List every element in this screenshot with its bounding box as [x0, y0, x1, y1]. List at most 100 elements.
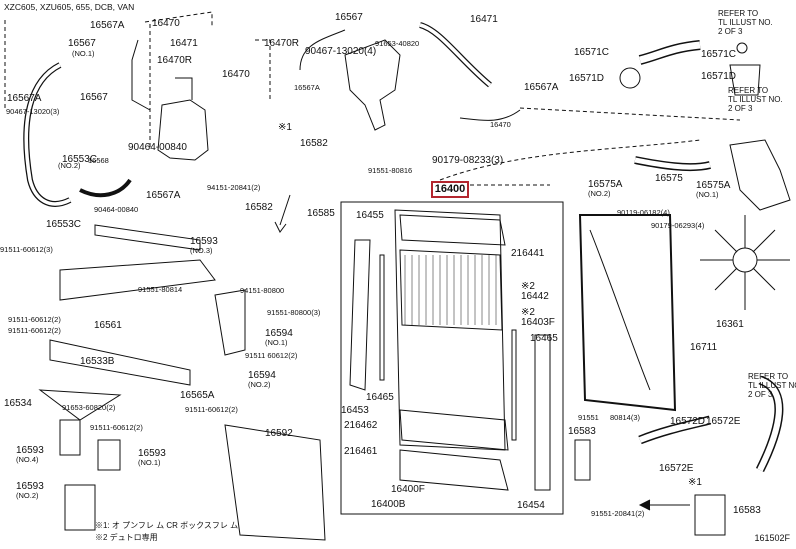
- part-label[interactable]: 216461: [344, 446, 378, 457]
- part-label[interactable]: 16455: [356, 210, 384, 221]
- part-label[interactable]: 91551-80800(3): [267, 308, 321, 317]
- highlighted-part-16400[interactable]: 16400: [431, 181, 469, 198]
- part-label[interactable]: 90179-06293(4): [651, 221, 705, 230]
- part-note: (NO.1): [265, 338, 288, 347]
- part-label[interactable]: 91551-80814: [138, 285, 183, 294]
- part-label[interactable]: 16567A: [7, 93, 42, 104]
- part-label[interactable]: 16567A: [294, 83, 320, 92]
- part-label[interactable]: 91511-60612(3): [0, 245, 53, 254]
- part-label[interactable]: 91551: [578, 413, 599, 422]
- ref-mark: ※2: [521, 281, 535, 292]
- part-label[interactable]: 16594: [248, 370, 276, 381]
- part-label[interactable]: 90467-13020(4): [305, 46, 377, 57]
- part-label[interactable]: 16470R: [157, 55, 193, 66]
- part-label[interactable]: 16534: [4, 398, 32, 409]
- part-label[interactable]: 90467-13020(3): [6, 107, 60, 116]
- part-label[interactable]: 16571D: [569, 73, 605, 84]
- ref-mark: ※1: [278, 122, 292, 133]
- part-label[interactable]: 90464-00840: [94, 205, 139, 214]
- part-label[interactable]: 91511-60612(2): [90, 423, 143, 432]
- part-label[interactable]: 91511-60612(2): [8, 326, 61, 335]
- part-label[interactable]: 16711: [690, 342, 718, 353]
- part-label[interactable]: 16593: [138, 448, 166, 459]
- part-label[interactable]: 16561: [94, 320, 122, 331]
- part-label[interactable]: 16533B: [80, 356, 115, 367]
- part-label[interactable]: 91511-60612(2): [185, 405, 238, 414]
- part-label[interactable]: 91511 60612(2): [245, 351, 298, 360]
- ref-mark: ※2: [521, 307, 535, 318]
- part-label[interactable]: 16567: [80, 92, 108, 103]
- part-label[interactable]: 16572D: [670, 416, 706, 427]
- part-label[interactable]: 16593: [16, 445, 44, 456]
- part-label[interactable]: 16567A: [524, 82, 559, 93]
- part-label[interactable]: 80814(3): [610, 413, 641, 422]
- diagram-code: 161502F: [754, 533, 790, 543]
- part-label[interactable]: 16442: [521, 291, 549, 302]
- part-note: (NO.4): [16, 455, 39, 464]
- part-note: (NO.1): [72, 49, 95, 58]
- part-label[interactable]: 16465: [530, 333, 558, 344]
- header-text: XZC605, XZU605, 655, DCB, VAN: [4, 2, 135, 12]
- part-label[interactable]: 16470: [490, 120, 511, 129]
- part-label[interactable]: 16403F: [521, 317, 555, 328]
- part-note: (NO.1): [138, 458, 161, 467]
- part-note: (NO.2): [58, 161, 81, 170]
- part-label[interactable]: 94151-20841(2): [207, 183, 261, 192]
- part-label[interactable]: 16582: [245, 202, 273, 213]
- part-label[interactable]: 91653-60820(2): [62, 403, 116, 412]
- part-label[interactable]: 91653-40820: [375, 39, 420, 48]
- part-label[interactable]: 16585: [307, 208, 335, 219]
- part-label[interactable]: 16572E: [706, 416, 741, 427]
- part-label[interactable]: 16553C: [62, 154, 98, 165]
- part-label[interactable]: 16594: [265, 328, 293, 339]
- part-label[interactable]: 16400B: [371, 499, 406, 510]
- part-label[interactable]: 16575A: [696, 180, 731, 191]
- part-label[interactable]: 94151-80800: [240, 286, 285, 295]
- part-label[interactable]: 16465: [366, 392, 394, 403]
- part-label[interactable]: 90464-00840: [128, 142, 187, 153]
- part-label[interactable]: 16470: [152, 18, 180, 29]
- part-label[interactable]: 16454: [517, 500, 545, 511]
- part-label[interactable]: 16361: [716, 319, 744, 330]
- part-label[interactable]: 16470: [222, 69, 250, 80]
- part-label[interactable]: 16582: [300, 138, 328, 149]
- part-note: (NO.2): [248, 380, 271, 389]
- part-label[interactable]: 16565A: [180, 390, 215, 401]
- part-label[interactable]: 16571D: [701, 71, 737, 82]
- part-label[interactable]: 16400F: [391, 484, 425, 495]
- part-label[interactable]: 90119-06182(4): [617, 208, 670, 217]
- part-label[interactable]: 16567A: [90, 20, 125, 31]
- part-label[interactable]: 16470R: [264, 38, 300, 49]
- part-label[interactable]: 16571C: [574, 47, 610, 58]
- part-label[interactable]: 90179-08233(3): [432, 155, 504, 166]
- part-label[interactable]: 16575A: [588, 179, 623, 190]
- footnote-2: ※2 デュトロ専用: [95, 533, 158, 542]
- part-label[interactable]: 91551-20841(2): [591, 509, 645, 518]
- part-label[interactable]: 16575: [655, 173, 683, 184]
- part-label[interactable]: 16593: [190, 236, 218, 247]
- part-label[interactable]: 16592: [265, 428, 293, 439]
- part-label[interactable]: 16583: [733, 505, 761, 516]
- part-label[interactable]: 16593: [16, 481, 44, 492]
- part-label[interactable]: 16471: [470, 14, 498, 25]
- part-note: (NO.1): [696, 190, 719, 199]
- part-label[interactable]: 16568: [88, 156, 109, 165]
- part-label[interactable]: 16471: [170, 38, 198, 49]
- part-label[interactable]: 16553C: [46, 219, 82, 230]
- part-note: (NO.3): [190, 246, 213, 255]
- part-label[interactable]: 16453: [341, 405, 369, 416]
- part-label[interactable]: 16583: [568, 426, 596, 437]
- part-label[interactable]: 16567: [335, 12, 363, 23]
- part-label[interactable]: 16567: [68, 38, 96, 49]
- part-label[interactable]: 16567A: [146, 190, 181, 201]
- part-label[interactable]: 16572E: [659, 463, 694, 474]
- part-label[interactable]: 91551-80816: [368, 166, 413, 175]
- part-label[interactable]: 216441: [511, 248, 545, 259]
- part-label[interactable]: 91511-60612(2): [8, 315, 61, 324]
- part-label[interactable]: 216462: [344, 420, 378, 431]
- part-label[interactable]: 16571C: [701, 49, 737, 60]
